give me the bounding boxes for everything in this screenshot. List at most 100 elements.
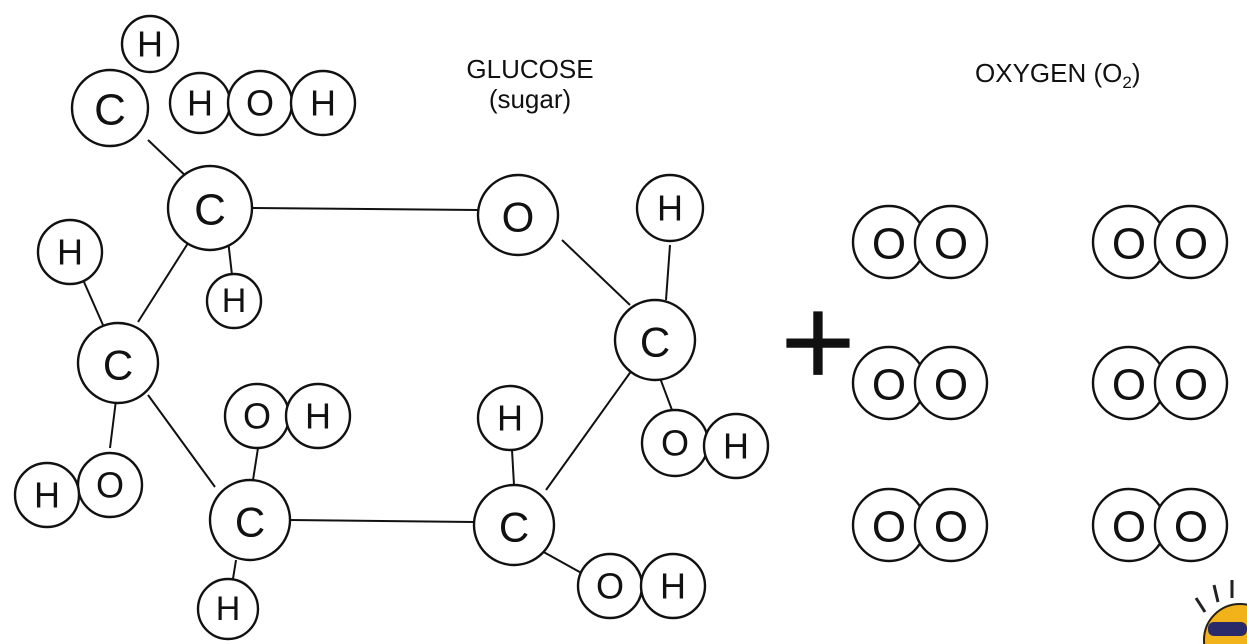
bond-c1-to-ring-o — [251, 207, 479, 211]
atom-label: O — [96, 465, 124, 506]
atom-label: H — [187, 83, 213, 124]
oxygen-atom-circle — [913, 204, 989, 280]
atom-side-h: H — [168, 71, 232, 135]
oxygen-atom-circle — [1153, 345, 1229, 421]
glucose-title: GLUCOSE — [466, 54, 593, 84]
atom-side-o: O — [226, 69, 294, 137]
atom-label: O — [243, 396, 271, 437]
atom-ring-carbon-1: C — [166, 164, 254, 252]
atom-label: H — [216, 590, 241, 628]
oxygen-atom-circle — [1153, 487, 1229, 563]
atom-label: C — [194, 186, 226, 235]
oxygen-atom: O — [1091, 204, 1167, 280]
atom-c4-o: O — [223, 382, 291, 450]
atom-side-carbon: C — [70, 68, 150, 148]
bond-c5-to-c4 — [147, 394, 216, 488]
atom-label: H — [723, 426, 749, 467]
bond-c5-to-o — [109, 399, 117, 449]
bond-c5-to-h — [83, 281, 104, 326]
oxygen-atom-label: O — [872, 503, 906, 552]
oxygen-atom-label: O — [1112, 503, 1146, 552]
atom-label: C — [499, 504, 529, 551]
atom-c3-h: H — [476, 384, 544, 452]
atom-ring-carbon-4: C — [208, 478, 292, 562]
atom-c3-o: O — [576, 552, 644, 620]
atom-label: O — [246, 83, 274, 124]
bond-c2-to-h — [665, 244, 671, 301]
atom-label: H — [222, 282, 247, 320]
oxygen-atom: O — [851, 204, 927, 280]
atom-ring-carbon-3: C — [472, 483, 556, 567]
bond-c4-to-c3 — [289, 519, 475, 523]
atom-side-oh-h: H — [289, 69, 357, 137]
oxygen-atom-circle — [913, 487, 989, 563]
atom-ring-carbon-2: C — [613, 298, 697, 382]
atom-label: H — [34, 475, 60, 516]
atom-ring-oxygen: O — [476, 173, 560, 257]
oxygen-atom-circle — [1153, 204, 1229, 280]
glucose-bonds — [83, 139, 673, 586]
atom-label: C — [235, 499, 265, 546]
bond-ring-o-to-c2 — [561, 239, 631, 306]
oxygen-atom: O — [1153, 487, 1229, 563]
plus-sign: + — [780, 268, 856, 414]
oxygen-atom: O — [851, 345, 927, 421]
atom-c5-o: O — [76, 451, 144, 519]
bond-c3-to-h — [511, 449, 515, 486]
bond-c4-to-o — [252, 447, 259, 481]
atom-side-h-top: H — [120, 14, 180, 74]
oxygen-atom-label: O — [872, 361, 906, 410]
oxygen-atom: O — [913, 487, 989, 563]
oxygen-atom-label: O — [1112, 220, 1146, 269]
bond-c2-to-o — [659, 377, 673, 411]
bond-c3-to-o — [539, 549, 586, 576]
oxygen-atom: O — [1153, 345, 1229, 421]
atom-label: C — [103, 342, 133, 389]
atom-c2-h: H — [635, 173, 705, 243]
oxygen-atom: O — [851, 487, 927, 563]
oxygen-atom-label: O — [934, 503, 968, 552]
oxygen-title-main: OXYGEN (O — [975, 58, 1122, 88]
atom-c2-o: O — [640, 408, 710, 478]
glucose-subtitle: (sugar) — [489, 84, 571, 114]
atom-label: H — [137, 24, 163, 65]
atom-label: O — [661, 423, 689, 464]
oxygen-atom: O — [913, 204, 989, 280]
atom-label: O — [596, 566, 624, 607]
atom-c5-oh-h: H — [13, 461, 81, 529]
atom-label: C — [94, 86, 126, 135]
atom-label: H — [497, 398, 523, 439]
atom-c4-oh-h: H — [284, 382, 352, 450]
bond-c3-to-c2 — [545, 369, 633, 491]
oxygen-title-subscript: 2 — [1122, 73, 1131, 92]
atom-c1-h: H — [205, 272, 263, 330]
bond-side-c-to-ring-c1 — [147, 139, 191, 181]
oxygen-title: OXYGEN (O2) — [975, 58, 1141, 92]
atom-label: O — [502, 194, 535, 241]
atom-c3-oh-h: H — [639, 552, 707, 620]
atom-label: C — [640, 319, 670, 366]
oxygen-atom-label: O — [934, 361, 968, 410]
atom-c2-oh-h: H — [702, 412, 770, 480]
oxygen-atom: O — [1091, 345, 1167, 421]
atom-c5-h: H — [36, 218, 104, 286]
oxygen-atom-label: O — [1112, 361, 1146, 410]
oxygen-atom-label: O — [1174, 220, 1208, 269]
atom-ring-carbon-5: C — [76, 321, 160, 405]
oxygen-atom: O — [1091, 487, 1167, 563]
oxygen-atom-label: O — [934, 220, 968, 269]
corner-logo-icon — [1194, 580, 1247, 644]
oxygen-atom-label: O — [872, 220, 906, 269]
atom-label: H — [57, 232, 83, 273]
atom-label: H — [310, 83, 336, 124]
oxygen-atom: O — [913, 345, 989, 421]
atom-label: H — [660, 566, 686, 607]
